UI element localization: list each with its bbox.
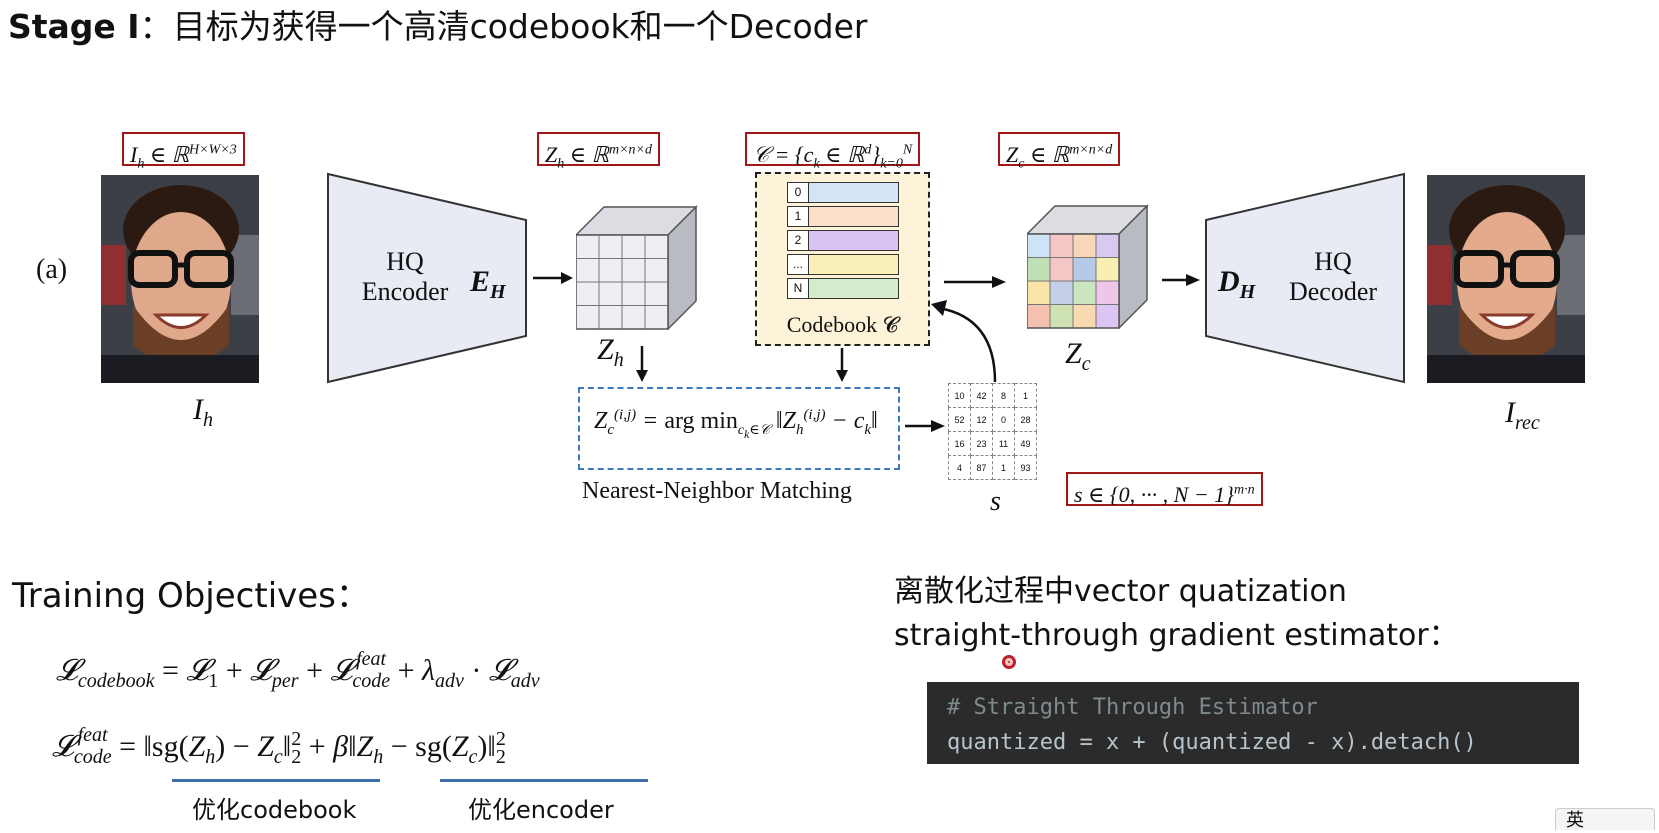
slide-title: Stage I：目标为获得一个高清codebook和一个Decoder bbox=[8, 0, 867, 48]
arrow-codebook-to-zc bbox=[944, 276, 1006, 288]
zc-cell bbox=[1095, 280, 1120, 305]
label-ih-dimension: Ih ∈ ℝH×W×3 bbox=[122, 132, 245, 172]
output-label: Irec bbox=[1505, 396, 1540, 434]
nnm-formula: Zc(i,j) = arg minck∈𝒞 ‖Zh(i,j) − ck‖ bbox=[594, 407, 878, 441]
zc-cell bbox=[1095, 257, 1120, 282]
label-optimize-codebook: 优化codebook bbox=[192, 796, 357, 824]
slide-title-rest: ：目标为获得一个高清codebook和一个Decoder bbox=[139, 7, 868, 46]
codebook-index-label: ... bbox=[787, 254, 809, 275]
code-comment: # Straight Through Estimator bbox=[947, 695, 1318, 720]
zc-feature-cube bbox=[1027, 204, 1149, 329]
index-cell: 11 bbox=[992, 431, 1015, 456]
formula-feat-loss: 𝓛codefeat = ‖sg(Zh) − Zc‖22 + β‖Zh − sg(… bbox=[52, 724, 506, 768]
label-s-set: s ∈ {0, ··· , N − 1}m·n bbox=[1066, 472, 1263, 507]
zh-label: Zh bbox=[597, 333, 624, 371]
zc-label: Zc bbox=[1065, 337, 1091, 375]
arrow-s-to-codebook bbox=[931, 300, 997, 383]
zc-cell bbox=[1049, 304, 1074, 329]
encoder-symbol: EH bbox=[470, 265, 506, 303]
zc-cell bbox=[1027, 304, 1051, 329]
zc-cell bbox=[1027, 233, 1051, 258]
index-cell: 42 bbox=[970, 383, 993, 408]
zc-cell bbox=[1072, 233, 1097, 258]
nnm-label: Nearest-Neighbor Matching bbox=[582, 478, 852, 504]
ime-language-indicator[interactable]: 英 bbox=[1555, 808, 1655, 831]
vq-title-line2: straight-through gradient estimator： bbox=[894, 618, 1459, 653]
underline-codebook bbox=[172, 779, 380, 782]
code-block: # Straight Through Estimator quantized =… bbox=[927, 682, 1579, 764]
index-cell: 49 bbox=[1014, 431, 1037, 456]
training-objectives-title: Training Objectives： bbox=[12, 576, 370, 616]
encoder-block bbox=[327, 172, 527, 384]
index-cell: 52 bbox=[948, 407, 971, 432]
arrow-nnm-to-s bbox=[905, 420, 945, 432]
index-cell: 87 bbox=[970, 455, 993, 480]
index-cell: 0 bbox=[992, 407, 1015, 432]
nearest-neighbor-box: Zc(i,j) = arg minck∈𝒞 ‖Zh(i,j) − ck‖ bbox=[578, 387, 900, 470]
arrow-codebook-down bbox=[836, 348, 848, 382]
index-cell: 1 bbox=[1014, 383, 1037, 408]
label-zc-dimension: Zc ∈ ℝm×n×d bbox=[998, 132, 1121, 172]
panel-tag: (a) bbox=[36, 254, 68, 285]
presenter-pointer-icon bbox=[1002, 655, 1016, 669]
zc-cell bbox=[1027, 257, 1051, 282]
zc-cell bbox=[1095, 233, 1120, 258]
code-line: quantized = x + (quantized - x).detach() bbox=[947, 730, 1477, 755]
codebook-index-label: N bbox=[787, 278, 809, 299]
arrow-encoder-to-zh bbox=[533, 272, 573, 284]
label-optimize-encoder: 优化encoder bbox=[468, 796, 614, 824]
s-label: s bbox=[990, 486, 1001, 517]
index-cell: 1 bbox=[992, 455, 1015, 480]
underline-encoder bbox=[440, 779, 648, 782]
decoder-block bbox=[1205, 172, 1405, 384]
zc-cell bbox=[1027, 280, 1051, 305]
codebook-index-label: 1 bbox=[787, 206, 809, 227]
index-cell: 4 bbox=[948, 455, 971, 480]
index-cell: 93 bbox=[1014, 455, 1037, 480]
decoder-symbol: DH bbox=[1218, 265, 1256, 303]
zh-feature-cube bbox=[576, 205, 698, 330]
index-cell: 12 bbox=[970, 407, 993, 432]
input-label: Ih bbox=[193, 393, 213, 431]
vq-title-line1: 离散化过程中vector quatization bbox=[894, 574, 1347, 609]
index-cell: 10 bbox=[948, 383, 971, 408]
arrow-zc-to-decoder bbox=[1162, 274, 1200, 286]
codebook-panel: 0 1 2... N Codebook 𝓒 bbox=[755, 172, 930, 346]
slide-title-bold: Stage I bbox=[8, 7, 140, 46]
zc-cell bbox=[1049, 280, 1074, 305]
index-cell: 28 bbox=[1014, 407, 1037, 432]
arrow-zh-down bbox=[636, 346, 648, 382]
zc-cell bbox=[1049, 257, 1074, 282]
input-face-image bbox=[101, 175, 259, 383]
index-cell: 16 bbox=[948, 431, 971, 456]
formula-codebook-loss: 𝓛codebook = 𝓛1 + 𝓛per + 𝓛codefeat + λadv… bbox=[56, 648, 540, 692]
zc-cell bbox=[1095, 304, 1120, 329]
label-codebook-set: 𝒞 = {ck ∈ ℝd}k=0N bbox=[745, 132, 921, 172]
output-face-image bbox=[1427, 175, 1585, 383]
zc-cell bbox=[1072, 257, 1097, 282]
codebook-index-label: 0 bbox=[787, 182, 809, 203]
index-cell: 23 bbox=[970, 431, 993, 456]
zc-cell bbox=[1072, 304, 1097, 329]
codebook-index-label: 2 bbox=[787, 230, 809, 251]
codebook-label: Codebook 𝓒 bbox=[786, 312, 899, 337]
zc-cell bbox=[1049, 233, 1074, 258]
label-zh-dimension: Zh ∈ ℝm×n×d bbox=[537, 132, 660, 172]
zc-cell bbox=[1072, 280, 1097, 305]
index-cell: 8 bbox=[992, 383, 1015, 408]
